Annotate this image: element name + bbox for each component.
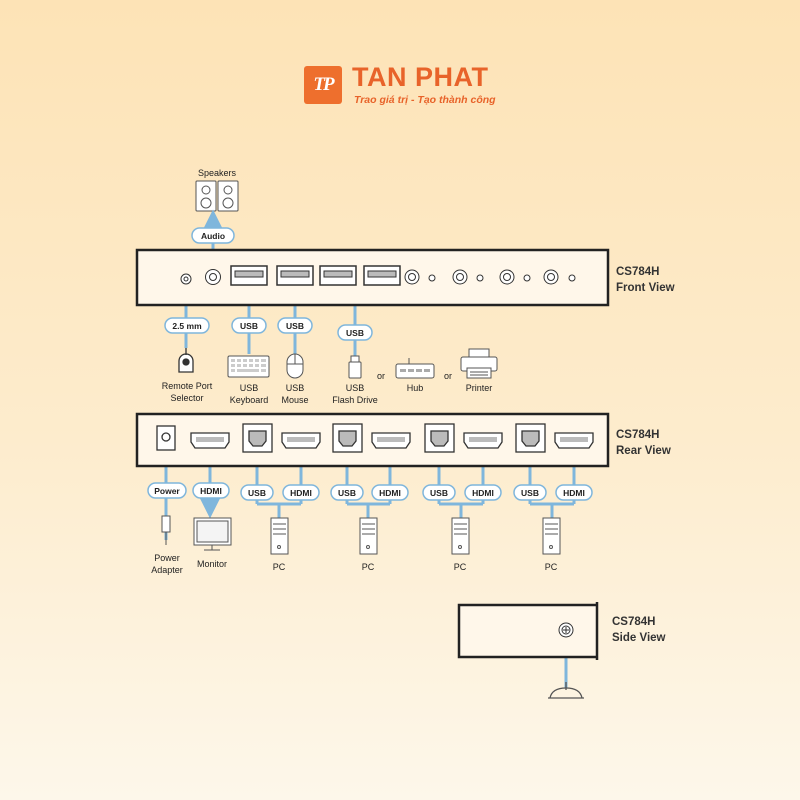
pill-power xyxy=(147,482,187,499)
power-adapter-label-2: Adapter xyxy=(151,565,183,575)
speakers-label: Speakers xyxy=(198,168,237,178)
pill-usb-pc3-label: USB xyxy=(430,488,448,498)
or-label-2: or xyxy=(444,371,452,381)
pill-hdmi-pc1 xyxy=(282,484,320,501)
pill-hdmi-pc1-label: HDMI xyxy=(290,488,312,498)
or-label-1: or xyxy=(377,371,385,381)
pill-usb-flash-label: USB xyxy=(346,328,364,338)
pill-usb-pc2 xyxy=(330,484,364,501)
pc-label-2: PC xyxy=(362,562,375,572)
printer-icon xyxy=(460,348,498,379)
front-view-label: Front View xyxy=(616,282,675,294)
logo-mark: TP xyxy=(304,66,342,104)
flash-label-1: USB xyxy=(346,383,365,393)
pill-usb-mouse-label: USB xyxy=(286,321,304,331)
pill-usb-pc1 xyxy=(240,484,274,501)
printer-label: Printer xyxy=(466,383,493,393)
brand-logo: TP TAN PHAT Trao giá trị - Tạo thành côn… xyxy=(304,60,504,110)
pill-usb-mouse xyxy=(277,317,313,334)
remote-label-1: Remote Port xyxy=(162,381,213,391)
monitor-icon xyxy=(193,517,232,551)
pill-hdmi-pc3 xyxy=(464,484,502,501)
hub-label: Hub xyxy=(407,383,424,393)
pill-usb-keyboard xyxy=(231,317,267,334)
pc-tower-icon xyxy=(270,517,561,555)
pill-hdmi-pc3-label: HDMI xyxy=(472,488,494,498)
speakers-icon xyxy=(195,180,239,212)
mouse-label-1: USB xyxy=(286,383,305,393)
hub-icon xyxy=(395,358,435,379)
brand-name: TAN PHAT xyxy=(352,62,489,92)
remote-label-2: Selector xyxy=(170,393,203,403)
monitor-label: Monitor xyxy=(197,559,227,569)
mouse-label-2: Mouse xyxy=(281,395,308,405)
pill-2-5mm xyxy=(164,317,210,334)
rear-model-label: CS784H xyxy=(616,429,659,441)
pill-hdmi-out-label: HDMI xyxy=(200,486,222,496)
flash-label-2: Flash Drive xyxy=(332,395,378,405)
front-ports xyxy=(180,265,576,286)
power-adapter-icon xyxy=(161,515,171,545)
keyboard-label-1: USB xyxy=(240,383,259,393)
pill-power-label: Power xyxy=(154,486,180,496)
pill-usb-pc3 xyxy=(422,484,456,501)
pc-label-1: PC xyxy=(273,562,286,572)
pill-usb-keyboard-label: USB xyxy=(240,321,258,331)
ground-screw xyxy=(558,622,574,638)
rear-ports xyxy=(156,423,594,453)
pill-usb-flash xyxy=(337,324,373,341)
side-panel xyxy=(457,602,599,660)
pill-hdmi-pc2 xyxy=(371,484,409,501)
power-adapter-label-1: Power xyxy=(154,553,180,563)
audio-pill-label: Audio xyxy=(201,231,225,241)
front-model-label: CS784H xyxy=(616,266,659,278)
pill-usb-pc1-label: USB xyxy=(248,488,266,498)
pill-hdmi-pc2-label: HDMI xyxy=(379,488,401,498)
keyboard-icon xyxy=(227,355,270,378)
pill-hdmi-pc4-label: HDMI xyxy=(563,488,585,498)
pill-usb-pc2-label: USB xyxy=(338,488,356,498)
ground-icon xyxy=(548,682,584,699)
pill-hdmi-out xyxy=(192,482,230,499)
audio-pill xyxy=(191,227,235,244)
flash-drive-icon xyxy=(348,355,362,379)
side-model-label: CS784H xyxy=(612,616,655,628)
side-view-label: Side View xyxy=(612,632,666,644)
pill-hdmi-pc4 xyxy=(555,484,593,501)
keyboard-label-2: Keyboard xyxy=(230,395,269,405)
mouse-icon xyxy=(286,353,304,379)
rear-view-label: Rear View xyxy=(616,445,671,457)
pill-2-5mm-label: 2.5 mm xyxy=(172,321,202,331)
brand-tagline: Trao giá trị - Tạo thành công xyxy=(354,94,496,106)
pill-usb-pc4 xyxy=(513,484,547,501)
pc-label-4: PC xyxy=(545,562,558,572)
remote-selector-icon xyxy=(178,348,194,373)
pc-label-3: PC xyxy=(454,562,467,572)
pill-usb-pc4-label: USB xyxy=(521,488,539,498)
